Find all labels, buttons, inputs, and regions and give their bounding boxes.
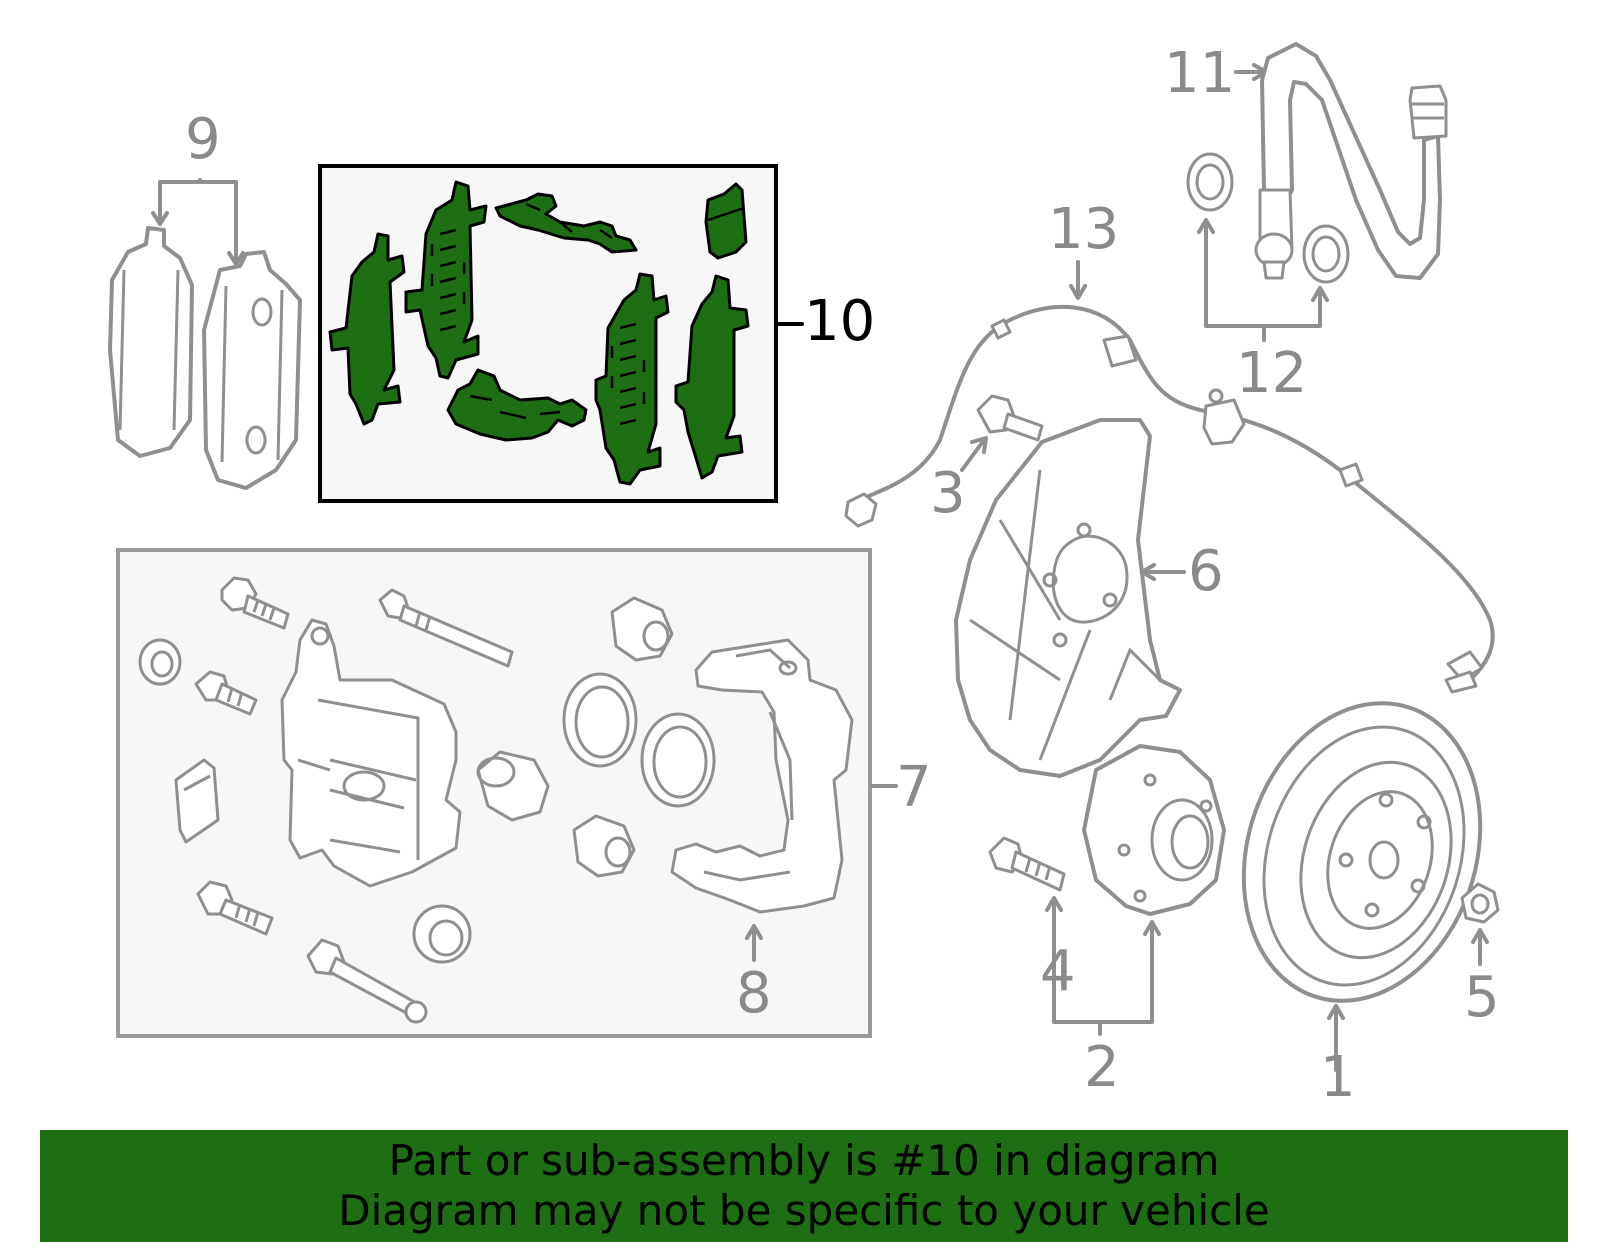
callout-6: 6 [1188,539,1224,604]
callout-3: 3 [930,461,966,526]
caliper-bracket-part-8: 8 [670,638,854,1026]
banner-line-part-number: Part or sub-assembly is #10 in diagram [388,1136,1220,1185]
caliper-bolt-top-left [220,576,290,630]
info-banner: Part or sub-assembly is #10 in diagram D… [40,1130,1568,1242]
callout-8: 8 [736,961,772,1026]
callout-9: 9 [185,107,221,172]
brake-parts-diagram: 9 [108,41,1500,1110]
caliper-piston [476,750,550,822]
sensor-bolt-part-3: 3 [930,394,1044,526]
callout-11: 11 [1164,41,1235,106]
callout-7: 7 [896,755,932,820]
caliper-bolt-bottom-left [196,880,274,936]
caliper-housing [280,618,462,888]
caliper-assembly-part-7: 7 [116,548,932,1038]
bleeder-screw [194,670,258,716]
guide-pin-boot [412,904,472,964]
brake-rotor-part-1: 1 [1241,701,1483,1110]
callout-12: 12 [1236,341,1307,406]
caliper-bracket-shim [174,758,220,844]
wheel-stud-part-4: 4 [988,836,1076,1004]
slide-boots [572,596,674,878]
caliper-guide-pin-bottom [306,938,428,1024]
callout-2: 2 [1084,1035,1120,1100]
piston-seals [562,672,716,808]
caliper-guide-pin-top [378,588,514,668]
callout-5: 5 [1464,965,1500,1030]
callout-1: 1 [1320,1045,1356,1110]
washers-part-12: 12 [1186,152,1350,406]
banner-line-disclaimer: Diagram may not be specific to your vehi… [338,1186,1270,1235]
callout-4: 4 [1040,939,1076,1004]
pad-hardware-kit-part-10[interactable]: 10 [318,164,875,503]
hub-bearing-part-2: 2 [1045,744,1226,1100]
brake-hose-part-11: 11 [1164,41,1448,280]
bleeder-cap [138,638,182,686]
callout-13: 13 [1048,197,1119,262]
lug-nut-part-5: 5 [1460,882,1500,1030]
callout-10: 10 [804,289,875,354]
dust-shield-part-6: 6 [954,418,1224,778]
abs-sensor-wire-part-13: 13 [844,197,1495,694]
brake-pads-part-9: 9 [108,107,302,490]
